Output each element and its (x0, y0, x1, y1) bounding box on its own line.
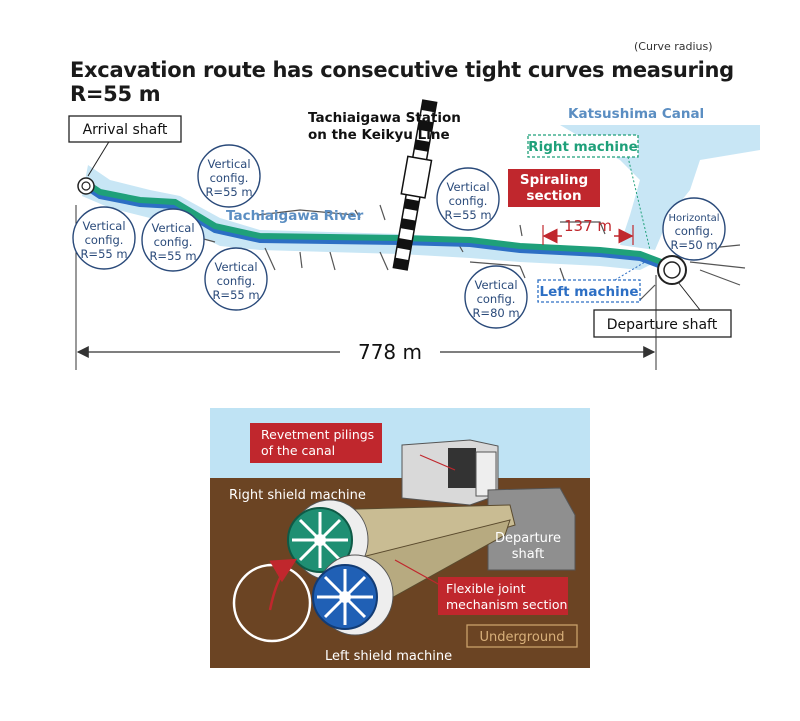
svg-text:section: section (526, 188, 581, 204)
svg-text:Left machine: Left machine (540, 284, 639, 300)
curve-callout-text: Vertical (214, 260, 257, 274)
curve-radius-note: (Curve radius) (634, 40, 713, 53)
right-shield-label: Right shield machine (229, 488, 366, 503)
curve-callout-text: R=55 m (80, 247, 127, 261)
svg-text:on the Keikyu Line: on the Keikyu Line (308, 127, 450, 143)
arrival-shaft-marker (77, 139, 111, 195)
curve-callout-text: R=50 m (670, 238, 717, 252)
revetment-label: Revetment pilings of the canal (250, 423, 382, 463)
spiraling-section-label: Spiraling section (508, 169, 600, 207)
underground-label: Underground (466, 624, 578, 648)
curve-callout-text: Vertical (446, 180, 489, 194)
page-title: Excavation route has consecutive tight c… (70, 58, 734, 106)
curve-callout-text: config. (449, 194, 488, 208)
svg-text:Flexible joint: Flexible joint (446, 581, 526, 596)
curve-callout-text: Vertical (207, 157, 250, 171)
river-label: Tachiaigawa River (226, 208, 364, 224)
svg-text:137 m: 137 m (564, 217, 612, 235)
arrival-shaft-label: Arrival shaft (68, 115, 182, 143)
curve-callout-text: config. (217, 274, 256, 288)
right-machine-label: Right machine (527, 134, 651, 251)
keikyu-railway (392, 99, 438, 271)
canal-label: Katsushima Canal (568, 106, 704, 122)
departure-shaft-section-label: Departure shaft (495, 531, 561, 562)
departure-shaft-marker (657, 255, 701, 311)
svg-text:Revetment pilings: Revetment pilings (261, 427, 374, 442)
curve-callout-text: Horizontal (668, 213, 719, 224)
left-machine-route (85, 185, 675, 273)
svg-text:Underground: Underground (479, 630, 564, 645)
left-shield-label: Left shield machine (325, 649, 452, 664)
curve-callout-text: config. (210, 171, 249, 185)
station-label: Tachiaigawa Station on the Keikyu Line (308, 110, 461, 143)
curve-callout-text: R=80 m (472, 306, 519, 320)
right-machine-route (85, 181, 675, 269)
curve-callout-text: Vertical (82, 219, 125, 233)
curve-callout-text: config. (675, 224, 714, 238)
spiral-length-dimension: 137 m (542, 217, 634, 245)
svg-text:Tachiaigawa Station: Tachiaigawa Station (308, 110, 461, 126)
departure-shaft-label: Departure shaft (593, 309, 732, 338)
curve-callout-text: R=55 m (212, 288, 259, 302)
svg-text:Departure: Departure (495, 531, 561, 546)
svg-text:778 m: 778 m (358, 340, 422, 364)
curve-callout-text: R=55 m (205, 185, 252, 199)
cross-section-illustration (210, 408, 590, 668)
svg-text:Arrival shaft: Arrival shaft (83, 122, 168, 138)
curve-callout-text: Vertical (474, 278, 517, 292)
curve-callout-text: config. (85, 233, 124, 247)
curve-callout-text: Vertical (151, 221, 194, 235)
curve-callout-text: config. (154, 235, 193, 249)
svg-text:of the canal: of the canal (261, 443, 335, 458)
excavation-route (85, 181, 675, 273)
curve-callout-text: R=55 m (444, 208, 491, 222)
curve-callout-text: config. (477, 292, 516, 306)
svg-text:mechanism section: mechanism section (446, 597, 567, 612)
flexible-joint-label: Flexible joint mechanism section (438, 577, 568, 615)
left-machine-label: Left machine (537, 261, 646, 303)
svg-text:Departure shaft: Departure shaft (607, 317, 718, 333)
svg-text:Spiraling: Spiraling (520, 172, 588, 188)
total-length-dimension: 778 m (75, 205, 657, 370)
svg-text:shaft: shaft (512, 547, 544, 562)
curve-callout-text: R=55 m (149, 249, 196, 263)
svg-text:Right machine: Right machine (528, 139, 638, 155)
